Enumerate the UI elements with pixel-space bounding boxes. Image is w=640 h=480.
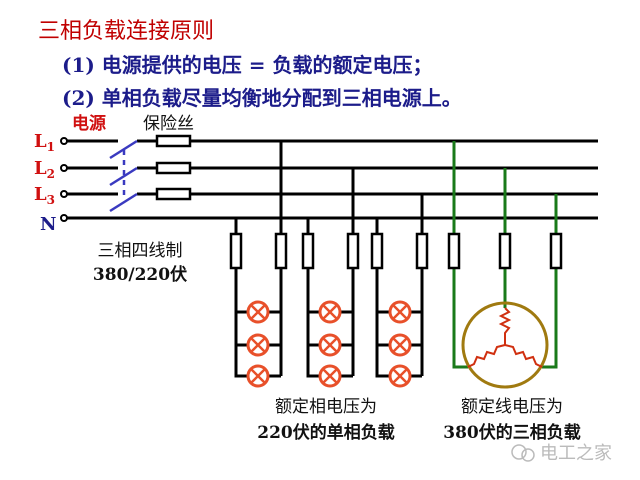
bus-lines (67, 139, 598, 220)
neutral-label: N (40, 214, 56, 235)
source-label: 电源 (72, 113, 106, 134)
rule-1: (1) 电源提供的电压 = 负载的额定电压； (62, 53, 433, 77)
rule-2: (2) 单相负载尽量均衡地分配到三相电源上。 (62, 86, 462, 110)
phase-l1-letter: L (34, 131, 47, 152)
phase-l3-letter: L (34, 184, 47, 205)
lamp-icon (388, 364, 412, 388)
three-phase-label-2: 380伏的三相负载 (443, 422, 581, 443)
lamp-icon (318, 333, 342, 357)
phase-l1-sub: 1 (47, 140, 55, 154)
phase-l3-sub: 3 (47, 193, 55, 207)
lamp-icon (246, 300, 270, 324)
terminals (60, 137, 68, 222)
lamp-icon (388, 333, 412, 357)
motor-icon (461, 301, 549, 389)
lamps (246, 300, 412, 388)
switch-icon (109, 139, 138, 213)
wechat-icon (511, 444, 527, 460)
phase-l2-letter: L (34, 158, 47, 179)
svg-text:L2: L2 (34, 158, 55, 181)
watermark: 电工之家 (511, 443, 612, 464)
fuse-label: 保险丝 (143, 114, 194, 134)
phase-labels: L1 L2 L3 (34, 131, 55, 207)
voltage-label: 380/220伏 (93, 264, 187, 285)
single-phase-label-1: 额定相电压为 (275, 397, 377, 417)
lamp-group-1 (229, 141, 288, 378)
three-phase-label-1: 额定线电压为 (461, 397, 563, 417)
svg-text:L3: L3 (34, 184, 55, 207)
phase-l2-sub: 2 (47, 167, 55, 181)
main-fuses (155, 134, 192, 201)
lamp-icon (246, 364, 270, 388)
svg-text:L1: L1 (34, 131, 55, 154)
lamp-icon (388, 300, 412, 324)
page-title: 三相负载连接原则 (38, 19, 214, 44)
system-label: 三相四线制 (98, 241, 183, 261)
star-winding-icon (467, 307, 543, 368)
single-phase-label-2: 220伏的单相负载 (257, 422, 395, 443)
lamp-icon (246, 333, 270, 357)
lamp-icon (318, 364, 342, 388)
watermark-text: 电工之家 (540, 443, 612, 464)
lamp-icon (318, 300, 342, 324)
three-phase-motor (447, 141, 563, 389)
